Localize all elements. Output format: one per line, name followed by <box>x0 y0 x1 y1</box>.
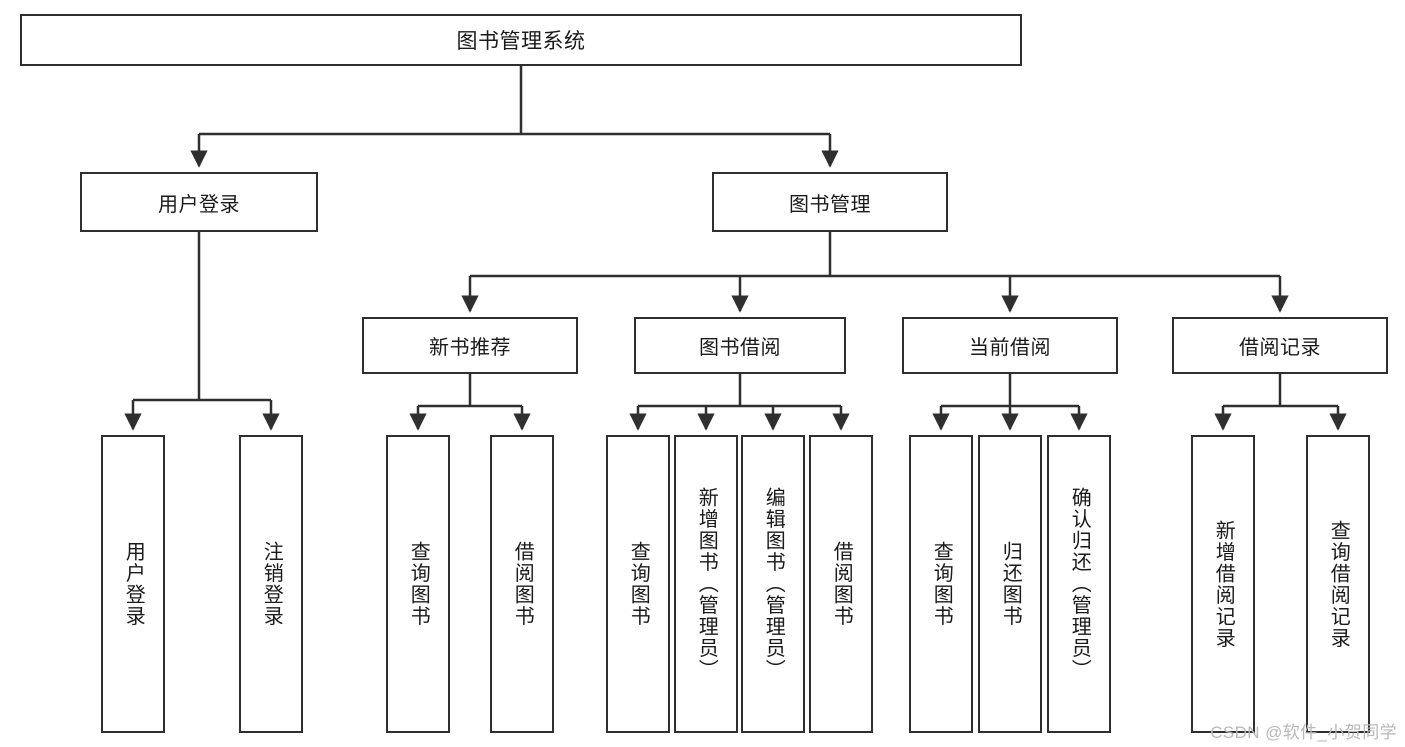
node-label: 借阅图书 <box>830 541 853 627</box>
node-label: 新增借阅记录 <box>1212 519 1235 649</box>
leaf-add-book-admin[interactable]: 新增图书（管理员） <box>674 435 738 733</box>
node-new-book-recommendation[interactable]: 新书推荐 <box>362 317 578 374</box>
leaf-query-book-new-rec[interactable]: 查询图书 <box>386 435 450 733</box>
node-label: 编辑图书（管理员） <box>762 487 785 681</box>
node-label: 图书管理 <box>789 193 871 216</box>
leaf-edit-book-admin[interactable]: 编辑图书（管理员） <box>741 435 805 733</box>
leaf-confirm-return-admin[interactable]: 确认归还（管理员） <box>1047 435 1111 733</box>
node-label: 查询借阅记录 <box>1327 519 1350 649</box>
leaf-query-borrow-record[interactable]: 查询借阅记录 <box>1306 435 1370 733</box>
node-label: 用户登录 <box>158 193 240 216</box>
node-borrow-record[interactable]: 借阅记录 <box>1172 317 1388 374</box>
node-label: 注销登录 <box>260 541 283 627</box>
node-current-borrow[interactable]: 当前借阅 <box>902 317 1118 374</box>
node-label: 查询图书 <box>930 541 953 627</box>
leaf-query-book-current[interactable]: 查询图书 <box>909 435 973 733</box>
node-label: 借阅图书 <box>511 541 534 627</box>
node-user-login[interactable]: 用户登录 <box>80 172 318 232</box>
node-label: 当前借阅 <box>969 337 1051 359</box>
leaf-borrow-book-new-rec[interactable]: 借阅图书 <box>490 435 554 733</box>
leaf-user-logout[interactable]: 注销登录 <box>239 435 303 733</box>
node-label: 查询图书 <box>627 541 650 627</box>
node-label: 归还图书 <box>999 541 1022 627</box>
leaf-query-book-borrow[interactable]: 查询图书 <box>606 435 670 733</box>
node-label: 新增图书（管理员） <box>695 487 718 681</box>
node-book-borrow[interactable]: 图书借阅 <box>634 317 846 374</box>
node-label: 借阅记录 <box>1239 337 1321 359</box>
node-label: 新书推荐 <box>429 337 511 359</box>
node-label: 查询图书 <box>407 541 430 627</box>
node-book-management[interactable]: 图书管理 <box>712 172 948 232</box>
leaf-borrow-book-borrow[interactable]: 借阅图书 <box>809 435 873 733</box>
node-label: 用户登录 <box>122 541 145 627</box>
leaf-return-book[interactable]: 归还图书 <box>978 435 1042 733</box>
node-label: 图书借阅 <box>699 337 781 359</box>
leaf-add-borrow-record[interactable]: 新增借阅记录 <box>1191 435 1255 733</box>
csdn-watermark: CSDN @软件_小贺同学 <box>1210 723 1397 742</box>
node-label: 图书管理系统 <box>456 30 586 53</box>
node-root-book-management-system[interactable]: 图书管理系统 <box>20 14 1022 66</box>
leaf-user-login[interactable]: 用户登录 <box>101 435 165 733</box>
node-label: 确认归还（管理员） <box>1068 487 1091 681</box>
